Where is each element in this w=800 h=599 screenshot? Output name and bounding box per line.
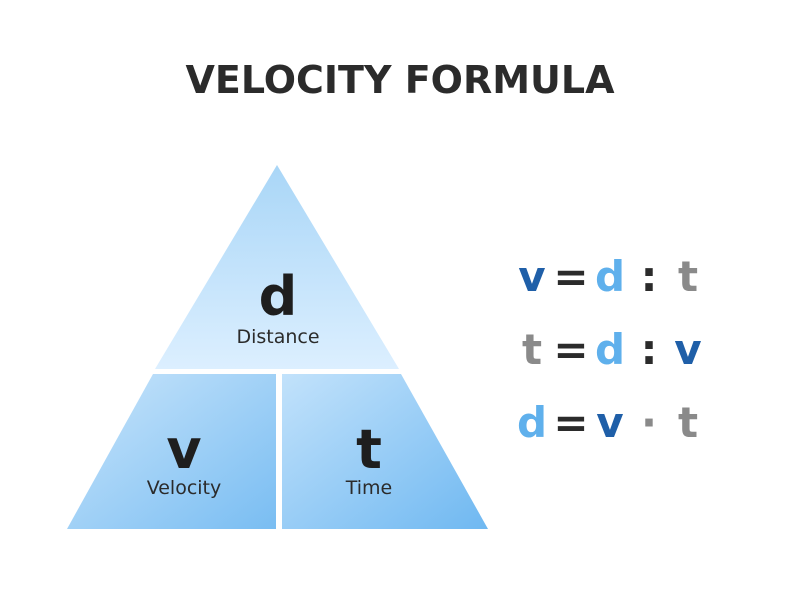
triangle-right-section bbox=[282, 374, 488, 529]
velocity-symbol: v bbox=[166, 418, 201, 481]
formula-operand-b: t bbox=[677, 397, 699, 447]
triangle-left-section bbox=[67, 374, 276, 529]
formula-distance: d = v · t bbox=[514, 386, 714, 459]
page-title: VELOCITY FORMULA bbox=[185, 58, 615, 102]
distance-label: Distance bbox=[236, 326, 319, 348]
velocity-label: Velocity bbox=[147, 477, 222, 499]
formula-operator: : bbox=[640, 324, 658, 374]
formula-operand-a: d bbox=[594, 251, 626, 301]
formula-operand-b: v bbox=[674, 324, 702, 374]
formula-equals: = bbox=[553, 397, 589, 447]
formula-lhs: v bbox=[518, 251, 546, 301]
formula-equals: = bbox=[553, 324, 589, 374]
formula-operand-a: v bbox=[596, 397, 624, 447]
formula-operator: · bbox=[641, 397, 657, 447]
formula-operand-b: t bbox=[677, 251, 699, 301]
formula-equals: = bbox=[553, 251, 589, 301]
formula-time: t = d : v bbox=[514, 313, 714, 386]
formula-operand-a: d bbox=[594, 324, 626, 374]
formula-lhs: t bbox=[521, 324, 543, 374]
time-symbol: t bbox=[356, 418, 382, 481]
distance-symbol: d bbox=[259, 265, 298, 328]
formula-list: v = d : t t = d : v d = v · t bbox=[514, 240, 714, 459]
formula-lhs: d bbox=[516, 397, 548, 447]
triangle-top-section bbox=[155, 165, 399, 369]
time-label: Time bbox=[345, 477, 393, 499]
formula-velocity: v = d : t bbox=[514, 240, 714, 313]
formula-operator: : bbox=[640, 251, 658, 301]
